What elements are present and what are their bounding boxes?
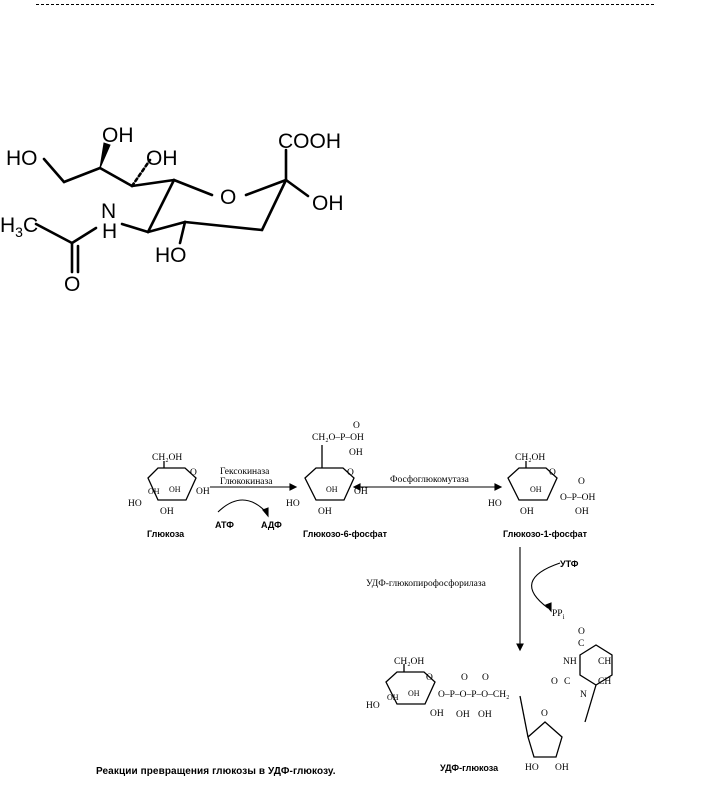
g1p-dbl-o: O — [578, 477, 585, 487]
ho-left-label: HO — [6, 147, 38, 170]
oh-right-label: OH — [312, 192, 344, 215]
udpg-oh2: OH — [387, 693, 399, 702]
top-dashed-rule — [36, 4, 654, 5]
glucose-oh1: OH — [169, 485, 181, 494]
g1p-oh-p: OH — [575, 507, 589, 517]
uracil-ch1: CH — [598, 657, 611, 667]
oh-mid-label: OH — [146, 147, 178, 170]
enzyme3-label: УДФ-глюкопирофосфорилаза — [366, 578, 487, 589]
ribose-ho: HO — [525, 763, 539, 773]
g6p-ch2o: CH₂O–P–OH — [312, 433, 364, 443]
nh-h-label: H — [102, 220, 117, 243]
g1p-ch2oh: CH₂OH — [515, 453, 545, 463]
g6p-oh1: OH — [326, 485, 338, 494]
uracil-c-top: C — [578, 639, 584, 649]
g1p-oh2: OH — [520, 507, 534, 517]
udpg-oh1: OH — [408, 689, 420, 698]
udpg-ch2oh: CH₂OH — [394, 657, 424, 667]
enzyme2-label: Фосфоглюкомутаза — [390, 474, 470, 485]
adp-label: АДФ — [261, 520, 282, 530]
g1p-name: Глюкозо-1-фосфат — [503, 529, 588, 539]
uracil-n: N — [580, 690, 587, 700]
g1p-oh1: OH — [530, 485, 542, 494]
h3c-label: H3C — [0, 214, 38, 240]
udpg-o1: O — [461, 673, 468, 683]
glucose-ring-o: O — [190, 468, 197, 478]
uracil-nh: NH — [563, 657, 577, 667]
uracil-o-top: O — [578, 627, 585, 637]
oh-top-label: OH — [102, 124, 134, 147]
ho-bottom-label: HO — [155, 244, 187, 267]
enzyme1-line2: Глюкокиназа — [220, 477, 273, 487]
glucose-ho: HO — [128, 499, 142, 509]
g1p-ring-o: O — [549, 468, 556, 478]
figure-caption: Реакции превращения глюкозы в УДФ-глюкоз… — [96, 766, 336, 777]
g6p-ho: HO — [286, 499, 300, 509]
ring-oxygen-label: O — [220, 186, 236, 209]
glucose-ch2oh: CH₂OH — [152, 453, 182, 463]
uracil-o-left: O — [551, 677, 558, 687]
g6p-oh2: OH — [354, 487, 368, 497]
atp-label: АТФ — [215, 520, 234, 530]
glucose-oh2: OH — [148, 487, 160, 496]
udpg-ho: HO — [366, 701, 380, 711]
g1p-phos: O–P–OH — [560, 493, 596, 503]
g6p-oh3: OH — [318, 507, 332, 517]
g6p-name: Глюкозо-6-фосфат — [303, 529, 388, 539]
utp-label: УТФ — [560, 559, 579, 569]
uracil-c2: C — [564, 677, 570, 687]
udpg-chain: O–P–O–P–O–CH₂ — [438, 690, 509, 700]
uracil-ch2: CH — [598, 677, 611, 687]
ppi-label: PPi — [552, 609, 565, 621]
glucose-name: Глюкоза — [147, 529, 185, 539]
g6p-dbl-o: O — [353, 421, 360, 431]
udpg-name: УДФ-глюкоза — [440, 763, 499, 773]
udpg-oh3: OH — [430, 709, 444, 719]
carbonyl-o-label: O — [64, 273, 80, 296]
glucose-oh4: OH — [160, 507, 174, 517]
ribose-oh: OH — [555, 763, 569, 773]
nh-n-label: N — [101, 200, 116, 223]
enzyme1-line1: Гексокиназа — [220, 467, 270, 477]
ribose-o: O — [541, 709, 548, 719]
udpg-ohp1: OH — [456, 710, 470, 720]
udpg-ring-o: O — [426, 673, 433, 683]
udpg-o2: O — [482, 673, 489, 683]
glucose-oh3: OH — [196, 487, 210, 497]
g1p-ho: HO — [488, 499, 502, 509]
g6p-ring-o: O — [347, 468, 354, 478]
cooh-label: COOH — [278, 130, 341, 153]
g6p-oh-p: OH — [349, 448, 363, 458]
udpg-ohp2: OH — [478, 710, 492, 720]
